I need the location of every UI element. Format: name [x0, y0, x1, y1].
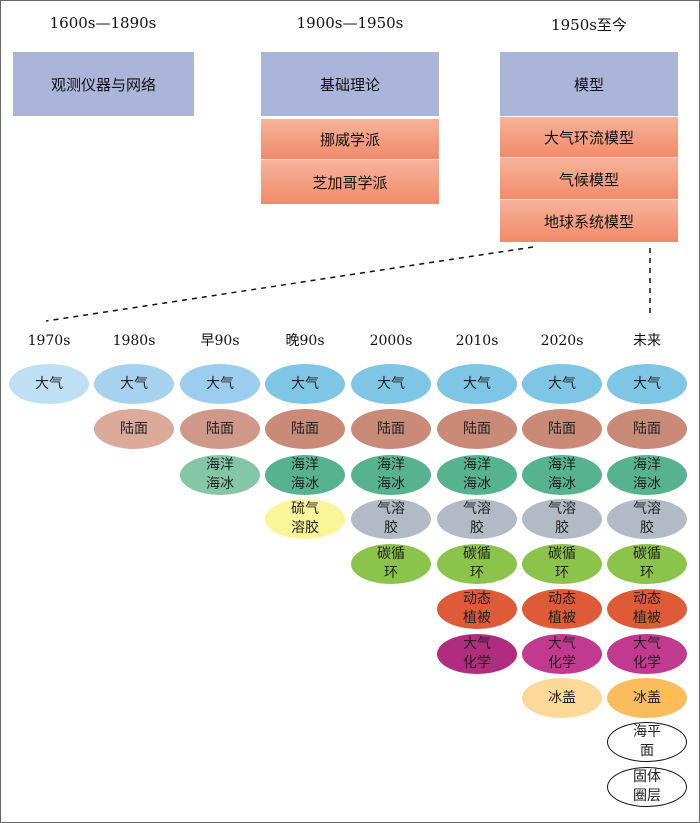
chicago-school-box: 芝加哥学派 — [261, 159, 439, 204]
component-ellipse: 陆面 — [351, 409, 431, 449]
component-ellipse: 碳循 环 — [607, 544, 687, 584]
component-ellipse: 动态 植被 — [522, 589, 602, 629]
component-ellipse: 气溶 胶 — [607, 499, 687, 539]
component-ellipse: 大气 — [94, 364, 174, 404]
component-ellipse: 碳循 环 — [437, 544, 517, 584]
observation-box: 观测仪器与网络 — [13, 52, 194, 116]
model-box: 模型 — [500, 52, 678, 116]
norwegian-school-box: 挪威学派 — [261, 119, 439, 159]
component-ellipse: 陆面 — [94, 409, 174, 449]
earth-system-model-box: 地球系统模型 — [500, 199, 678, 242]
component-ellipse: 大气 — [265, 364, 345, 404]
component-ellipse: 气溶 胶 — [437, 499, 517, 539]
component-ellipse: 硫气 溶胶 — [265, 499, 345, 539]
component-ellipse: 固体 圈层 — [607, 767, 687, 807]
component-ellipse: 大气 — [180, 364, 260, 404]
gcm-box: 大气环流模型 — [500, 117, 678, 157]
era-label-3: 1950s至今 — [551, 16, 627, 34]
component-ellipse: 陆面 — [607, 409, 687, 449]
component-ellipse: 海洋 海冰 — [265, 455, 345, 495]
component-ellipse: 陆面 — [180, 409, 260, 449]
climate-model-box: 气候模型 — [500, 157, 678, 200]
component-ellipse: 大气 化学 — [607, 634, 687, 674]
component-ellipse: 海平 面 — [607, 722, 687, 762]
component-ellipse: 大气 — [607, 364, 687, 404]
component-ellipse: 大气 — [9, 364, 89, 404]
component-ellipse: 陆面 — [265, 409, 345, 449]
component-ellipse: 冰盖 — [522, 678, 602, 718]
era-label-2: 1900s—1950s — [296, 14, 404, 32]
left-dashed-connector — [45, 246, 534, 322]
theory-box: 基础理论 — [261, 52, 439, 116]
component-ellipse: 大气 化学 — [522, 634, 602, 674]
component-ellipse: 海洋 海冰 — [180, 455, 260, 495]
col-label-early90s: 早90s — [200, 333, 240, 349]
col-label-2000s: 2000s — [369, 333, 413, 349]
era-label-1: 1600s—1890s — [49, 14, 157, 32]
component-ellipse: 海洋 海冰 — [607, 455, 687, 495]
component-ellipse: 冰盖 — [607, 678, 687, 718]
col-label-1970s: 1970s — [27, 333, 71, 349]
component-ellipse: 陆面 — [437, 409, 517, 449]
component-ellipse: 动态 植被 — [437, 589, 517, 629]
component-ellipse: 大气 — [351, 364, 431, 404]
component-ellipse: 动态 植被 — [607, 589, 687, 629]
component-ellipse: 大气 — [437, 364, 517, 404]
component-ellipse: 大气 化学 — [437, 634, 517, 674]
component-ellipse: 海洋 海冰 — [522, 455, 602, 495]
component-ellipse: 气溶 胶 — [351, 499, 431, 539]
col-label-1980s: 1980s — [112, 333, 156, 349]
component-ellipse: 碳循 环 — [522, 544, 602, 584]
col-label-future: 未来 — [633, 333, 661, 349]
component-ellipse: 大气 — [522, 364, 602, 404]
component-ellipse: 海洋 海冰 — [351, 455, 431, 495]
col-label-late90s: 晚90s — [285, 333, 325, 349]
component-ellipse: 碳循 环 — [351, 544, 431, 584]
component-ellipse: 海洋 海冰 — [437, 455, 517, 495]
col-label-2010s: 2010s — [455, 333, 499, 349]
col-label-2020s: 2020s — [540, 333, 584, 349]
component-ellipse: 气溶 胶 — [522, 499, 602, 539]
component-ellipse: 陆面 — [522, 409, 602, 449]
